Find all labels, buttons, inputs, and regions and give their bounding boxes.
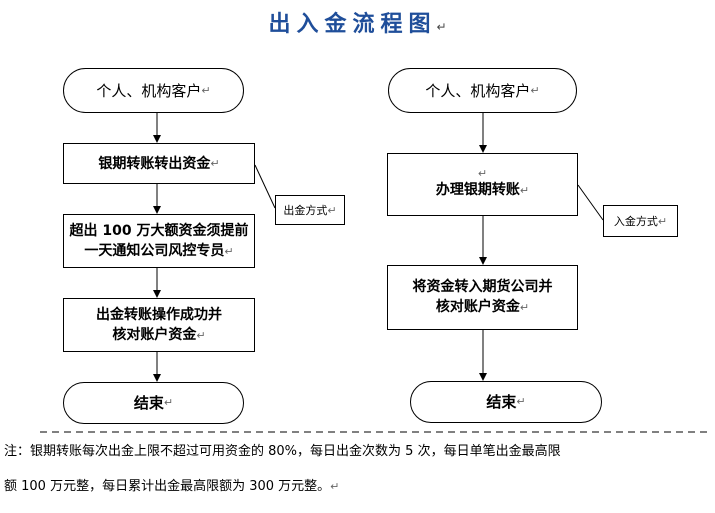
paragraph-mark: ↵ (327, 203, 337, 217)
right-end-node: 结束↵ (410, 381, 602, 423)
right-end-label: 结束 (486, 393, 517, 411)
right-callout-label: 入金方式 (613, 215, 658, 228)
left-step2-line1: 超出 100 万大额资金须提前 (69, 222, 249, 239)
left-end-label: 结束 (133, 394, 164, 412)
paragraph-mark: ↵ (519, 301, 530, 314)
paragraph-mark: ↵ (163, 396, 174, 409)
right-start-node: 个人、机构客户↵ (388, 68, 577, 113)
right-step2-line1: 将资金转入期货公司并 (412, 279, 553, 295)
right-callout-leader (577, 184, 604, 221)
paragraph-mark: ↵ (530, 83, 540, 97)
paragraph-mark: ↵ (477, 167, 488, 180)
paragraph-mark: ↵ (657, 214, 668, 228)
left-start-node: 个人、机构客户↵ (63, 68, 244, 113)
paragraph-mark: ↵ (224, 244, 234, 258)
paragraph-mark: ↵ (519, 184, 530, 197)
note-line-1: 注：银期转账每次出金上限不超过可用资金的 80%，每日出金次数为 5 次，每日单… (4, 443, 561, 461)
page-title: 出入金流程图↵ (0, 6, 715, 38)
paragraph-mark: ↵ (201, 83, 211, 97)
left-step-verify: 出金转账操作成功并 核对账户资金↵ (63, 298, 255, 352)
left-step1-label: 银期转账转出资金 (98, 155, 211, 172)
note-line1-text: 注：银期转账每次出金上限不超过可用资金的 80%，每日出金次数为 5 次，每日单… (4, 444, 561, 459)
left-step3-line2: 核对账户资金 (112, 326, 197, 343)
left-step-large-notice: 超出 100 万大额资金须提前 一天通知公司风控专员↵ (63, 214, 255, 268)
left-end-node: 结束↵ (63, 382, 244, 424)
paragraph-mark: ↵ (436, 20, 447, 34)
right-step1-label: 办理银期转账 (435, 182, 520, 198)
paragraph-mark: ↵ (330, 480, 340, 493)
left-start-label: 个人、机构客户 (96, 81, 202, 100)
left-step3-line1: 出金转账操作成功并 (96, 306, 222, 323)
left-callout-label: 出金方式 (283, 204, 328, 217)
paragraph-mark: ↵ (196, 328, 206, 342)
right-step-transfer-in: 将资金转入期货公司并 核对账户资金↵ (387, 265, 578, 330)
right-step2-line2: 核对账户资金 (435, 299, 520, 315)
left-step-transfer-out: 银期转账转出资金↵ (63, 143, 255, 184)
paragraph-mark: ↵ (516, 395, 526, 408)
left-callout-withdraw-method: 出金方式↵ (275, 195, 345, 225)
note-line2-text: 额 100 万元整，每日累计出金最高限额为 300 万元整。 (4, 479, 331, 494)
left-callout-leader (254, 164, 276, 209)
right-step-bank-transfer: ↵ 办理银期转账↵ (387, 153, 578, 216)
right-callout-deposit-method: 入金方式↵ (603, 205, 678, 237)
title-text: 出入金流程图 (268, 12, 437, 37)
paragraph-mark: ↵ (210, 156, 220, 170)
note-line-2: 额 100 万元整，每日累计出金最高限额为 300 万元整。↵ (4, 478, 339, 496)
left-step2-line2: 一天通知公司风控专员 (84, 242, 225, 259)
right-start-label: 个人、机构客户 (425, 81, 531, 100)
